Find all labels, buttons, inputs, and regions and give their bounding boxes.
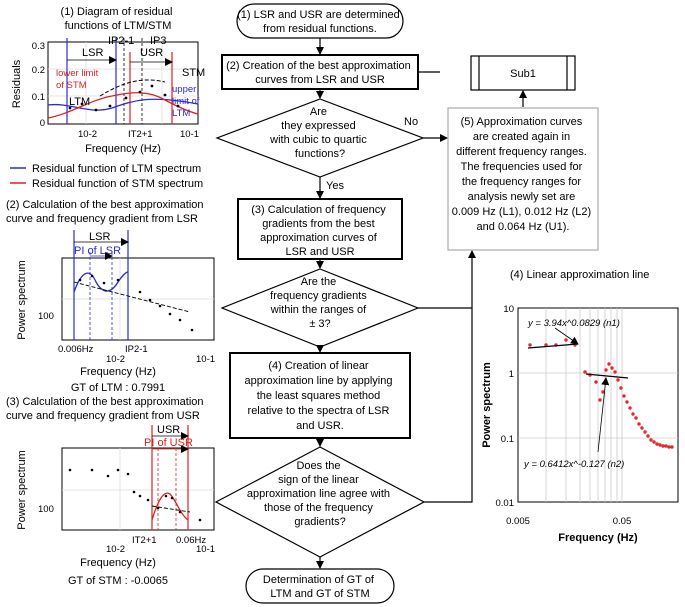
panel1-ip2: IP2-1 (108, 35, 134, 47)
panel3-plot-area (61, 447, 215, 531)
panel3-pi: PI of USR (144, 437, 193, 449)
panel4-xlabel: Frequency (Hz) (558, 532, 638, 544)
step5-text: (5) Approximation curves are created aga… (452, 116, 594, 233)
panel1-ltm-label: LTM (69, 96, 90, 108)
panel1-xtick-1: 10-2 (78, 129, 97, 140)
panel2-ytick: 100 (38, 311, 54, 322)
panel2-lsr: LSR (89, 231, 110, 243)
step4-text: (4) Creation of linear approximation lin… (244, 360, 395, 432)
panel1-usr: USR (140, 47, 163, 59)
panel1-stm-label: STM (182, 67, 205, 79)
arrow-decision2-step5 (418, 250, 476, 309)
panel1-xlabel: Frequency (Hz) (85, 143, 161, 155)
sub1-label: Sub1 (510, 68, 536, 80)
panel1-title: (1) Diagram of residual functions of LTM… (61, 6, 176, 32)
panel3-usr: USR (157, 424, 180, 436)
decision3-text: Does the sign of the linear approximatio… (247, 460, 393, 528)
decision2-text: Are the frequency gradients within the r… (270, 276, 370, 330)
start-text: (1) LSR and USR are determined from resi… (237, 9, 403, 35)
panel3-title: (3) Calculation of the best approximatio… (6, 396, 207, 422)
arrow-decision3-loop (424, 308, 473, 503)
panel3-xtick-1: IT2+1 (132, 535, 157, 546)
panel2-pi: PI of LSR (74, 245, 121, 257)
step2-box (221, 54, 419, 90)
end-text: Determination of GT of LTM and GT of STM (263, 574, 377, 600)
panel1-upper-limit: upper limit of LTM (172, 84, 202, 119)
panel4-ylabel: Power spectrum (481, 362, 493, 448)
panel4-eq2: y = 0.6412x^-0.127 (n2) (523, 459, 624, 470)
panel2-gt: GT of LTM : 0.7991 (71, 382, 165, 394)
panel4-ytick-1: 1 (509, 369, 514, 380)
end-terminal (245, 568, 395, 604)
panel3-ylabel: Power spectrum (16, 450, 28, 529)
panel4-ytick-0.01: 0.01 (496, 498, 515, 509)
panel2-xtick-2: IP2-1 (125, 344, 148, 355)
legend-stm: Residual function of STM spectrum (32, 178, 203, 190)
decision1-text: Are they expressed with cubic to quartic… (269, 106, 370, 160)
panel3-ytick: 100 (38, 504, 54, 515)
panel2-xtick-3: 10-1 (196, 354, 215, 365)
step2-text: (2) Creation of the best approximation c… (226, 60, 414, 86)
panel4-ytick-0.1: 0.1 (501, 434, 514, 445)
panel4-line-n1 (527, 343, 579, 349)
legend-ltm: Residual function of LTM spectrum (32, 163, 201, 175)
sub1-box (470, 55, 576, 91)
panel1-ip3: IP3 (150, 35, 167, 47)
panel1-xtick-2: 10-1 (180, 129, 199, 140)
panel2-xlabel: Frequency (Hz) (80, 366, 156, 378)
panel2-xtick-0: 0.006Hz (58, 344, 94, 355)
panel1-ytick-0.3: 0.3 (32, 41, 45, 52)
panel4-grid (518, 308, 678, 502)
panel4-points (528, 338, 674, 449)
panel2-points (78, 274, 194, 332)
panel4-title: (4) Linear approximation line (510, 269, 649, 281)
panel4-line-n2 (585, 373, 629, 379)
panel1-points (68, 84, 180, 112)
panel3-points (68, 468, 202, 522)
panel2-xtick-1: 10-2 (106, 354, 125, 365)
panel1-ytick-0.2: 0.2 (32, 65, 45, 76)
panel1-it2: IT2+1 (128, 129, 153, 140)
panel4-xtick-0: 0.005 (506, 516, 530, 527)
panel3-xtick-0: 10-2 (106, 544, 125, 555)
panel4-eq1: y = 3.94x^0.0829 (n1) (527, 318, 620, 329)
panel2-title: (2) Calculation of the best approximatio… (6, 199, 207, 225)
panel4-ytick-10: 10 (503, 304, 514, 315)
panel1-stm-curve (47, 92, 199, 119)
step3-text: (3) Calculation of frequency gradients f… (251, 204, 389, 258)
panel3-xtick-3: 10-1 (196, 544, 215, 555)
panel1-ytick-0.1: 0.1 (32, 92, 45, 103)
panel2-ylabel: Power spectrum (16, 260, 28, 339)
panel1-lsr: LSR (82, 47, 103, 59)
panel1-ytick-0: 0 (40, 118, 45, 129)
no-label: No (404, 116, 418, 128)
panel1-grid (48, 42, 198, 124)
panel3-xlabel: Frequency (Hz) (80, 557, 156, 569)
step4-box (229, 352, 411, 439)
yes-label: Yes (326, 180, 344, 192)
step5-box (447, 107, 599, 251)
panel1-lower-limit: lower limit of STM (56, 68, 101, 91)
panel3-gt: GT of STM : -0.0065 (68, 575, 168, 587)
step3-box (237, 198, 403, 260)
panel1-ylabel: Residuals (11, 59, 23, 108)
panel3-xtick-2: 0.06Hz (176, 535, 206, 546)
panel4-xtick-1: 0.05 (613, 516, 632, 527)
